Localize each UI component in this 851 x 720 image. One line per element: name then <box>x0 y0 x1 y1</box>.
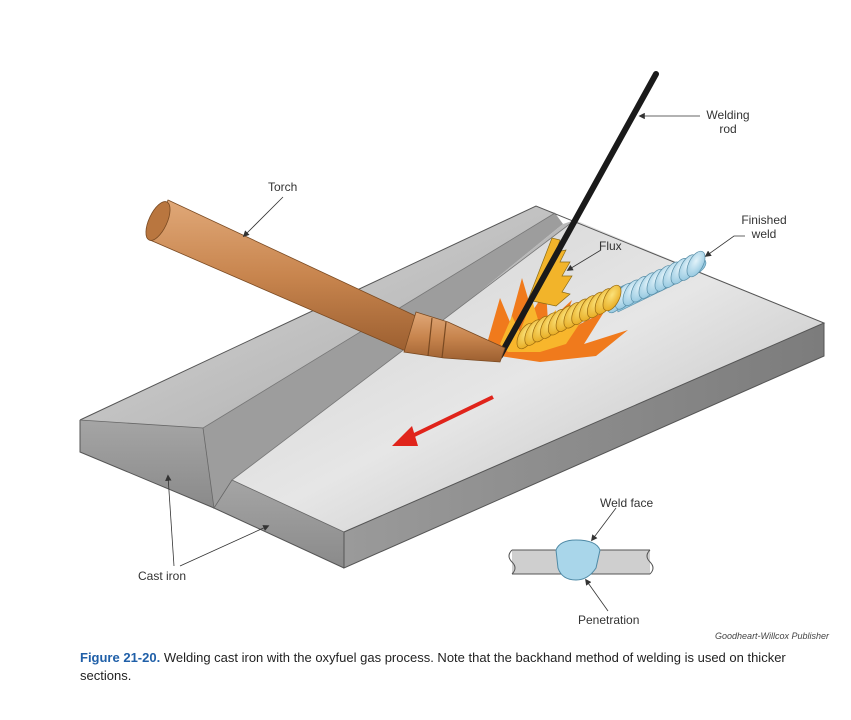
label-cast-iron: Cast iron <box>138 569 187 583</box>
label-finished-weld: Finished weld <box>741 213 787 241</box>
cast-iron-plate <box>79 205 826 569</box>
torch-open-end <box>145 201 171 241</box>
label-welding-rod: Welding rod <box>706 108 750 136</box>
bead-ripple <box>602 284 622 312</box>
figure-number: Figure 21-20. <box>80 650 161 665</box>
figure-caption: Figure 21-20. Welding cast iron with the… <box>80 649 800 685</box>
plate-front-right <box>214 480 344 568</box>
welding-rod <box>497 71 659 359</box>
plate-right-top <box>232 220 824 532</box>
travel-direction-arrow <box>392 395 494 446</box>
publisher-credit: Goodheart-Willcox Publisher <box>715 631 829 641</box>
plate-front-left <box>80 420 214 508</box>
plate-side-right <box>344 323 824 568</box>
leader-lines <box>165 112 745 612</box>
label-flux: Flux <box>599 239 622 253</box>
weld-cross-section <box>508 539 654 581</box>
molten-weld-bead <box>516 284 622 350</box>
caption-text: Welding cast iron with the oxyfuel gas p… <box>80 650 786 683</box>
label-torch: Torch <box>268 180 298 194</box>
label-penetration: Penetration <box>578 613 640 627</box>
label-weld-face: Weld face <box>600 496 654 510</box>
torch <box>145 199 506 363</box>
bead-ripple <box>686 250 706 278</box>
plate-left-top <box>80 206 555 428</box>
